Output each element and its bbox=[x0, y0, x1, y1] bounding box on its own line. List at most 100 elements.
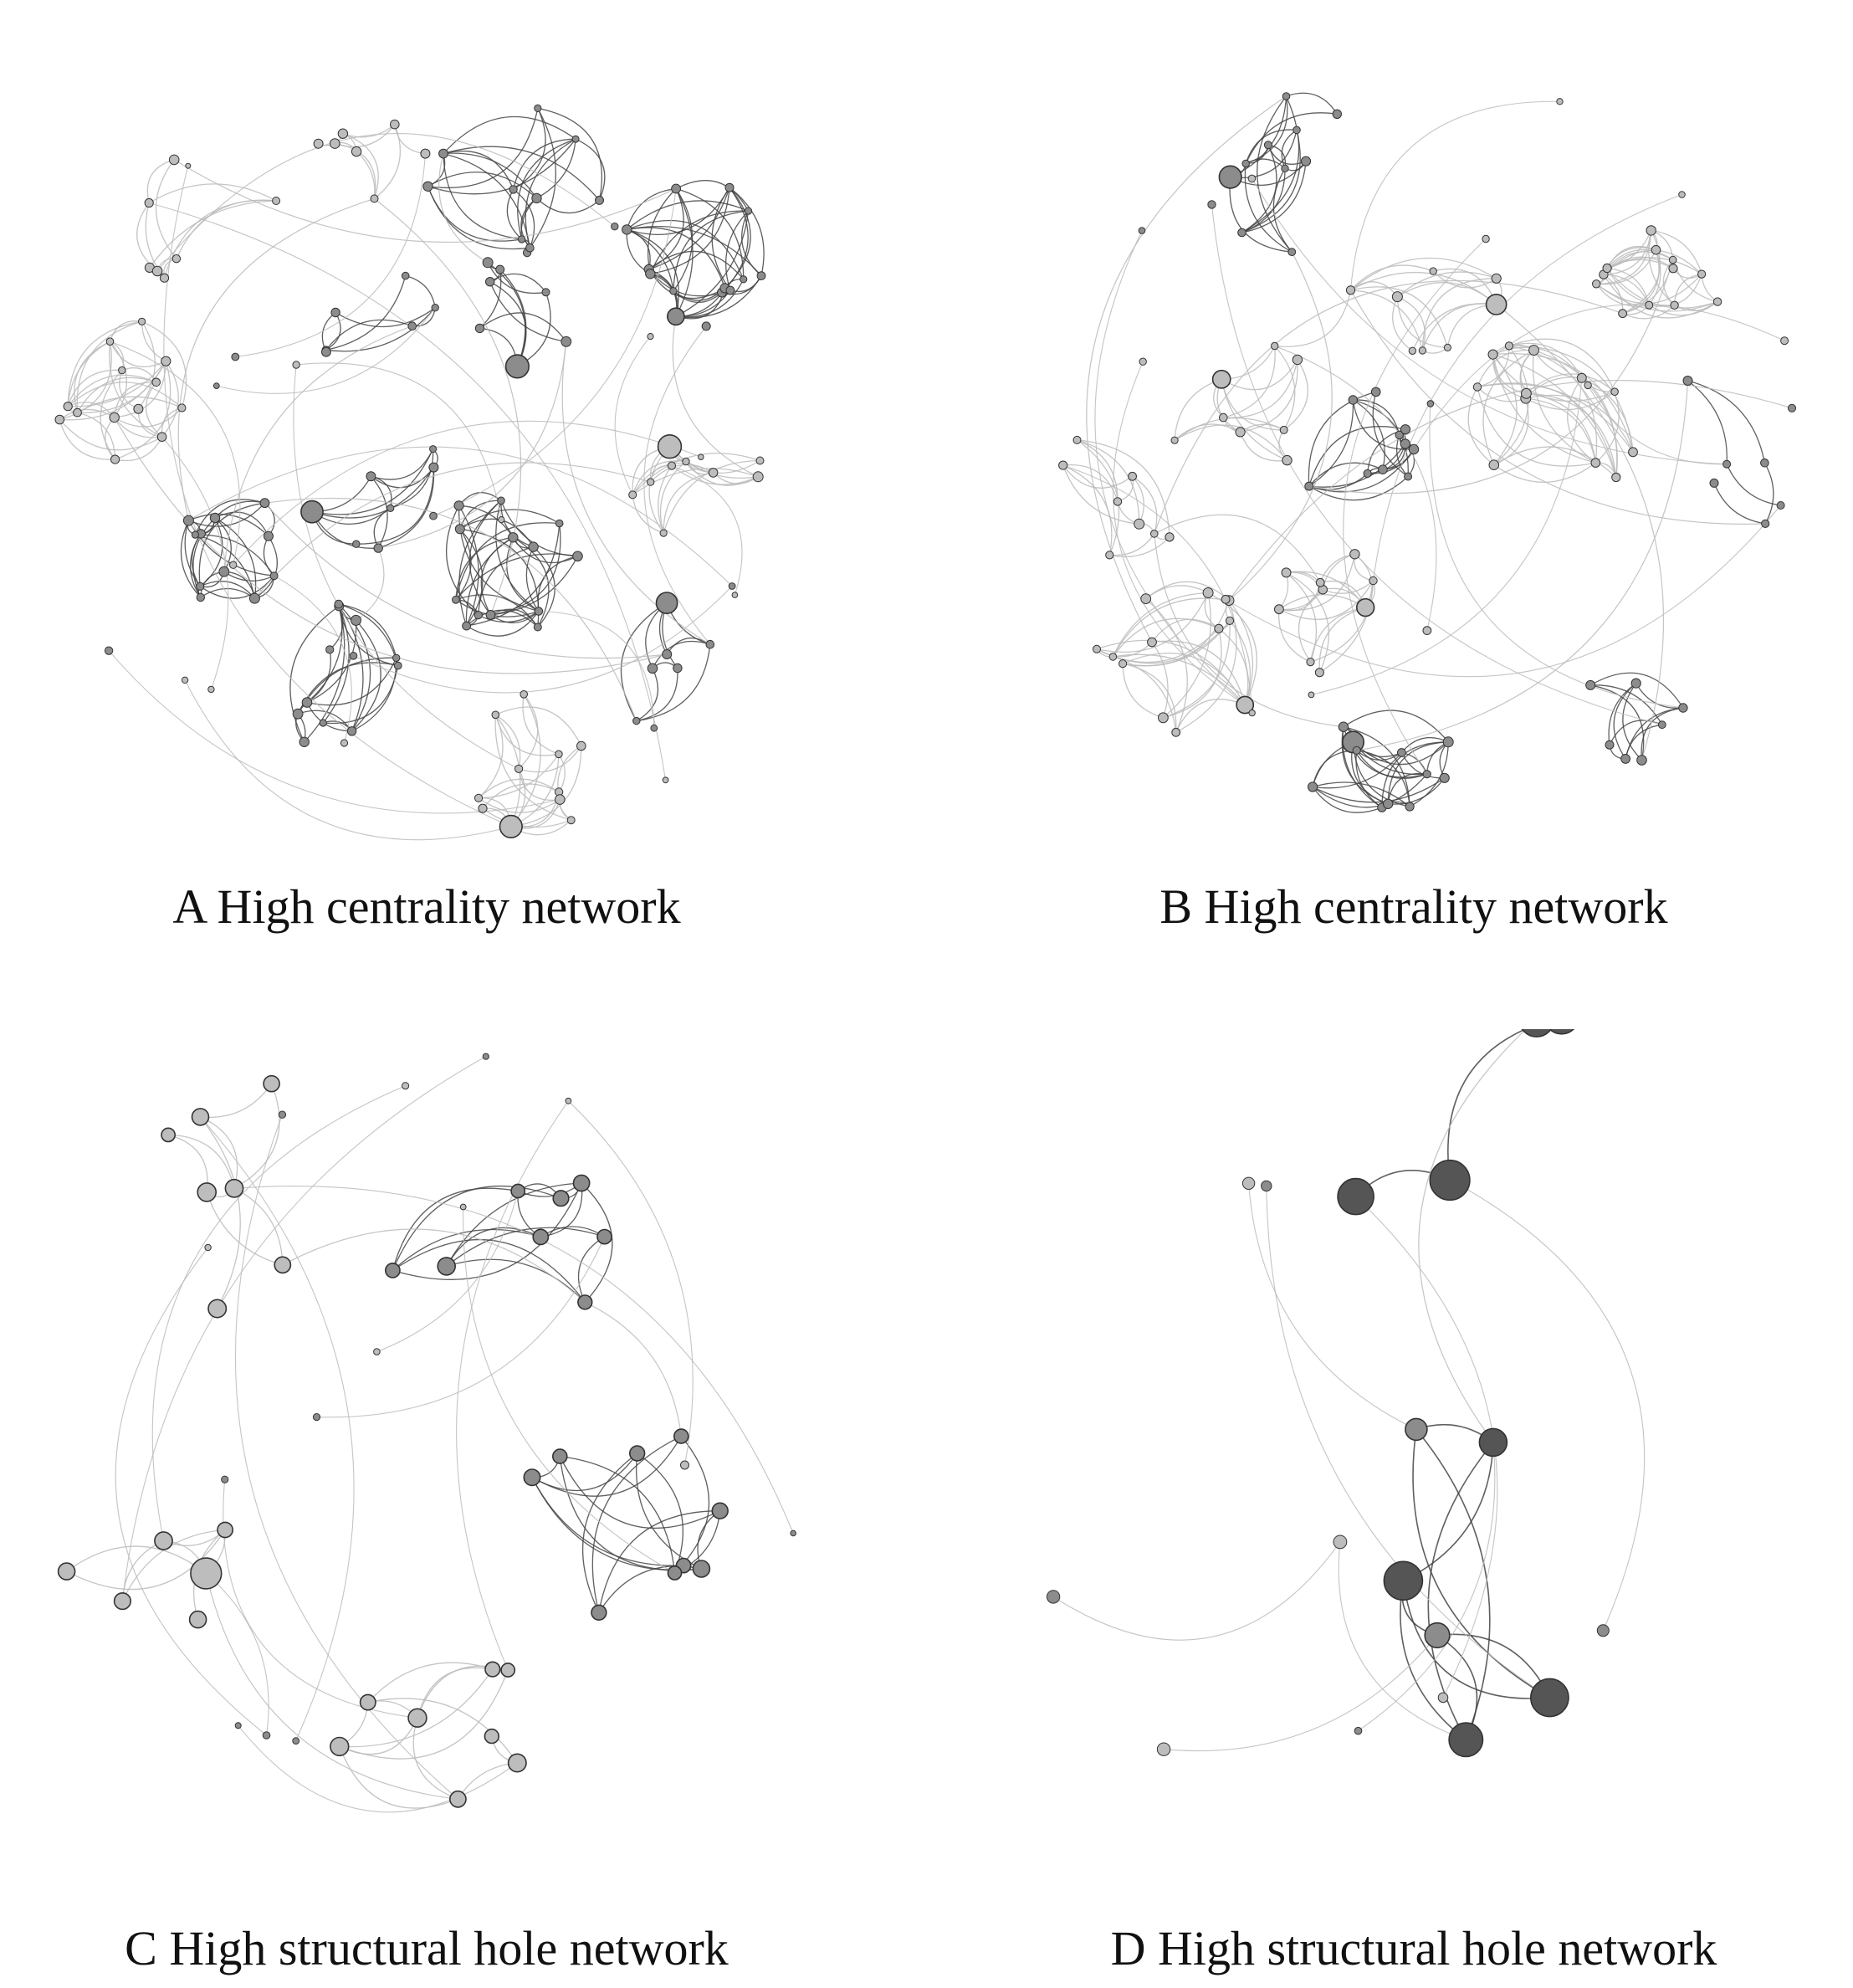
network-node bbox=[1349, 549, 1360, 560]
network-edge bbox=[568, 1100, 694, 1466]
network-edge bbox=[1713, 483, 1766, 525]
network-node bbox=[595, 195, 604, 205]
network-edge bbox=[458, 500, 502, 627]
network-edge bbox=[490, 556, 579, 616]
network-edge bbox=[648, 269, 725, 300]
network-node bbox=[384, 1262, 401, 1278]
network-edge bbox=[214, 517, 232, 572]
network-node bbox=[401, 271, 410, 280]
network-node bbox=[1378, 464, 1388, 475]
network-edge bbox=[1447, 1029, 1528, 1181]
network-node bbox=[1620, 754, 1630, 764]
network-node bbox=[1576, 372, 1587, 383]
network-node bbox=[63, 402, 73, 412]
network-edge bbox=[339, 1717, 418, 1755]
network-node bbox=[168, 154, 180, 166]
network-edge bbox=[433, 188, 677, 517]
network-edge bbox=[457, 1762, 518, 1800]
network-edge bbox=[1477, 349, 1534, 387]
network-node bbox=[552, 1190, 570, 1207]
network-node bbox=[402, 1082, 410, 1090]
network-edge bbox=[233, 1187, 284, 1265]
network-edge bbox=[1350, 272, 1497, 305]
network-edge bbox=[200, 1083, 273, 1119]
network-edge bbox=[216, 307, 436, 394]
network-edge bbox=[77, 412, 116, 460]
network-edge bbox=[109, 320, 142, 342]
network-edge bbox=[177, 197, 375, 521]
network-edge bbox=[235, 153, 426, 358]
network-node bbox=[171, 254, 182, 264]
network-node bbox=[278, 1110, 287, 1119]
network-edge bbox=[479, 753, 560, 799]
network-edge bbox=[1174, 378, 1222, 441]
network-edge bbox=[479, 269, 502, 329]
network-node bbox=[1628, 447, 1638, 458]
network-edge bbox=[353, 586, 733, 694]
network-edge bbox=[427, 108, 539, 189]
network-node bbox=[508, 532, 519, 543]
network-node bbox=[109, 412, 120, 423]
network-edge bbox=[322, 606, 350, 724]
network-node bbox=[1491, 273, 1502, 284]
network-node bbox=[1333, 1535, 1348, 1550]
network-node bbox=[1156, 1742, 1171, 1756]
network-node bbox=[1138, 227, 1146, 234]
network-node bbox=[1292, 126, 1301, 135]
network-node bbox=[1787, 403, 1797, 412]
network-edge bbox=[199, 575, 275, 599]
network-edge bbox=[205, 1573, 458, 1800]
network-edge bbox=[1589, 672, 1684, 709]
network-node bbox=[292, 708, 304, 720]
network-edge bbox=[1312, 786, 1383, 813]
network-node bbox=[790, 1529, 797, 1537]
network-edge bbox=[1343, 238, 1487, 775]
network-edge bbox=[1493, 446, 1617, 478]
network-edge bbox=[1349, 289, 1766, 525]
network-node bbox=[1488, 459, 1500, 471]
network-node bbox=[1105, 551, 1114, 560]
network-edge bbox=[1606, 246, 1656, 269]
network-edge bbox=[338, 603, 397, 658]
network-node bbox=[628, 1445, 646, 1462]
network-node bbox=[420, 148, 431, 159]
network-node bbox=[110, 454, 120, 464]
network-edge bbox=[1109, 536, 1170, 558]
network-node bbox=[105, 337, 115, 346]
network-edge bbox=[1648, 249, 1661, 306]
network-edge bbox=[67, 374, 156, 407]
network-edge bbox=[582, 1453, 638, 1613]
network-edge bbox=[1358, 1442, 1496, 1732]
network-node bbox=[1651, 244, 1661, 255]
network-edge bbox=[1625, 707, 1683, 760]
network-edge bbox=[1532, 350, 1596, 464]
network-edge bbox=[335, 124, 396, 148]
network-node bbox=[662, 776, 669, 784]
network-edge bbox=[663, 472, 714, 534]
network-node bbox=[1314, 668, 1324, 678]
network-edge bbox=[1372, 193, 1682, 582]
network-edge bbox=[356, 547, 385, 621]
caption-d: D High structural hole network bbox=[1110, 1921, 1717, 1975]
network-node bbox=[577, 1294, 593, 1310]
network-edge bbox=[1595, 283, 1718, 312]
network-node bbox=[1332, 109, 1342, 120]
network-edge bbox=[1401, 751, 1428, 775]
network-node bbox=[561, 336, 572, 347]
network-edge bbox=[675, 180, 750, 212]
network-edge bbox=[1286, 571, 1330, 673]
network-edge bbox=[1122, 664, 1164, 719]
network-edge bbox=[1341, 726, 1389, 805]
network-edge bbox=[1609, 720, 1663, 746]
network-node bbox=[1282, 92, 1291, 100]
network-node bbox=[744, 207, 753, 215]
network-edge bbox=[518, 746, 582, 773]
network-edge bbox=[339, 1669, 509, 1760]
network-node bbox=[474, 793, 484, 802]
network-node bbox=[1072, 435, 1082, 444]
network-edge bbox=[1062, 464, 1133, 489]
network-edge bbox=[591, 1436, 682, 1613]
network-edge bbox=[1163, 628, 1222, 719]
network-edge bbox=[66, 1545, 207, 1575]
network-edge bbox=[199, 1116, 241, 1309]
